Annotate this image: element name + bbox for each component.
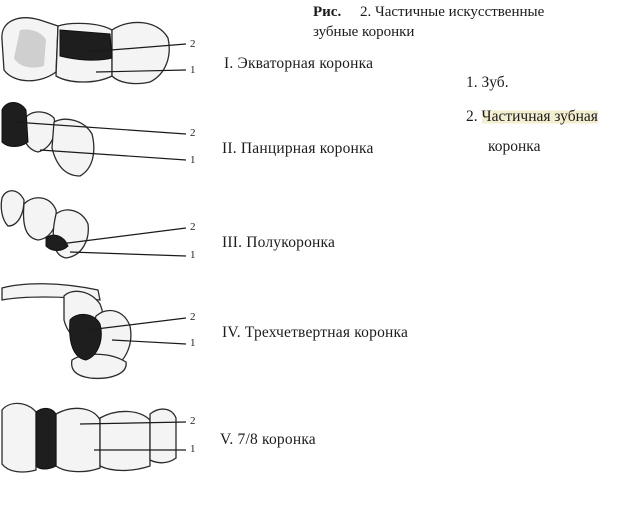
caption-line-2: зубные коронки xyxy=(313,24,415,40)
row-4-pointer-2: 2 xyxy=(190,311,196,323)
row-4-label: IV. Трехчетвертная коронка xyxy=(222,324,409,341)
dental-crowns-illustration xyxy=(0,17,187,473)
figure-number: 2. xyxy=(359,4,372,20)
legend-item-2-text: Частичная зубная xyxy=(481,108,598,125)
row-1-label: I. Экваторная коронка xyxy=(224,55,374,72)
legend-item-1: 1. Зуб. xyxy=(466,74,509,91)
row-3-label: III. Полукоронка xyxy=(222,234,336,251)
shell-crown-drawing xyxy=(1,102,187,177)
caption-line-1: Частичные искусственные xyxy=(374,4,545,20)
half-crown-drawing xyxy=(0,190,187,259)
row-5-pointer-2: 2 xyxy=(190,415,196,427)
figure-caption: Рис. 2. Частичные искусственные xyxy=(313,4,544,21)
legend-item-2: 2. Частичная зубная xyxy=(466,108,598,126)
row-1-pointer-2: 2 xyxy=(190,38,196,50)
row-1-pointer-1: 1 xyxy=(190,64,196,76)
row-5-label: V. 7/8 коронка xyxy=(220,431,316,448)
equatorial-crown-drawing xyxy=(1,17,187,85)
row-3-pointer-2: 2 xyxy=(190,221,196,233)
seven-eighths-crown-drawing xyxy=(1,402,187,473)
row-5-pointer-1: 1 xyxy=(190,443,196,455)
row-2-pointer-1: 1 xyxy=(190,154,196,166)
legend-item-2-number: 2. xyxy=(466,108,478,125)
figure-label: Рис. xyxy=(313,4,342,20)
row-3-pointer-1: 1 xyxy=(190,249,196,261)
row-4-pointer-1: 1 xyxy=(190,337,196,349)
three-quarter-crown-drawing xyxy=(1,283,187,380)
row-2-label: II. Панцирная коронка xyxy=(222,140,374,157)
row-2-pointer-2: 2 xyxy=(190,127,196,139)
legend-item-2-continued: коронка xyxy=(488,138,541,155)
